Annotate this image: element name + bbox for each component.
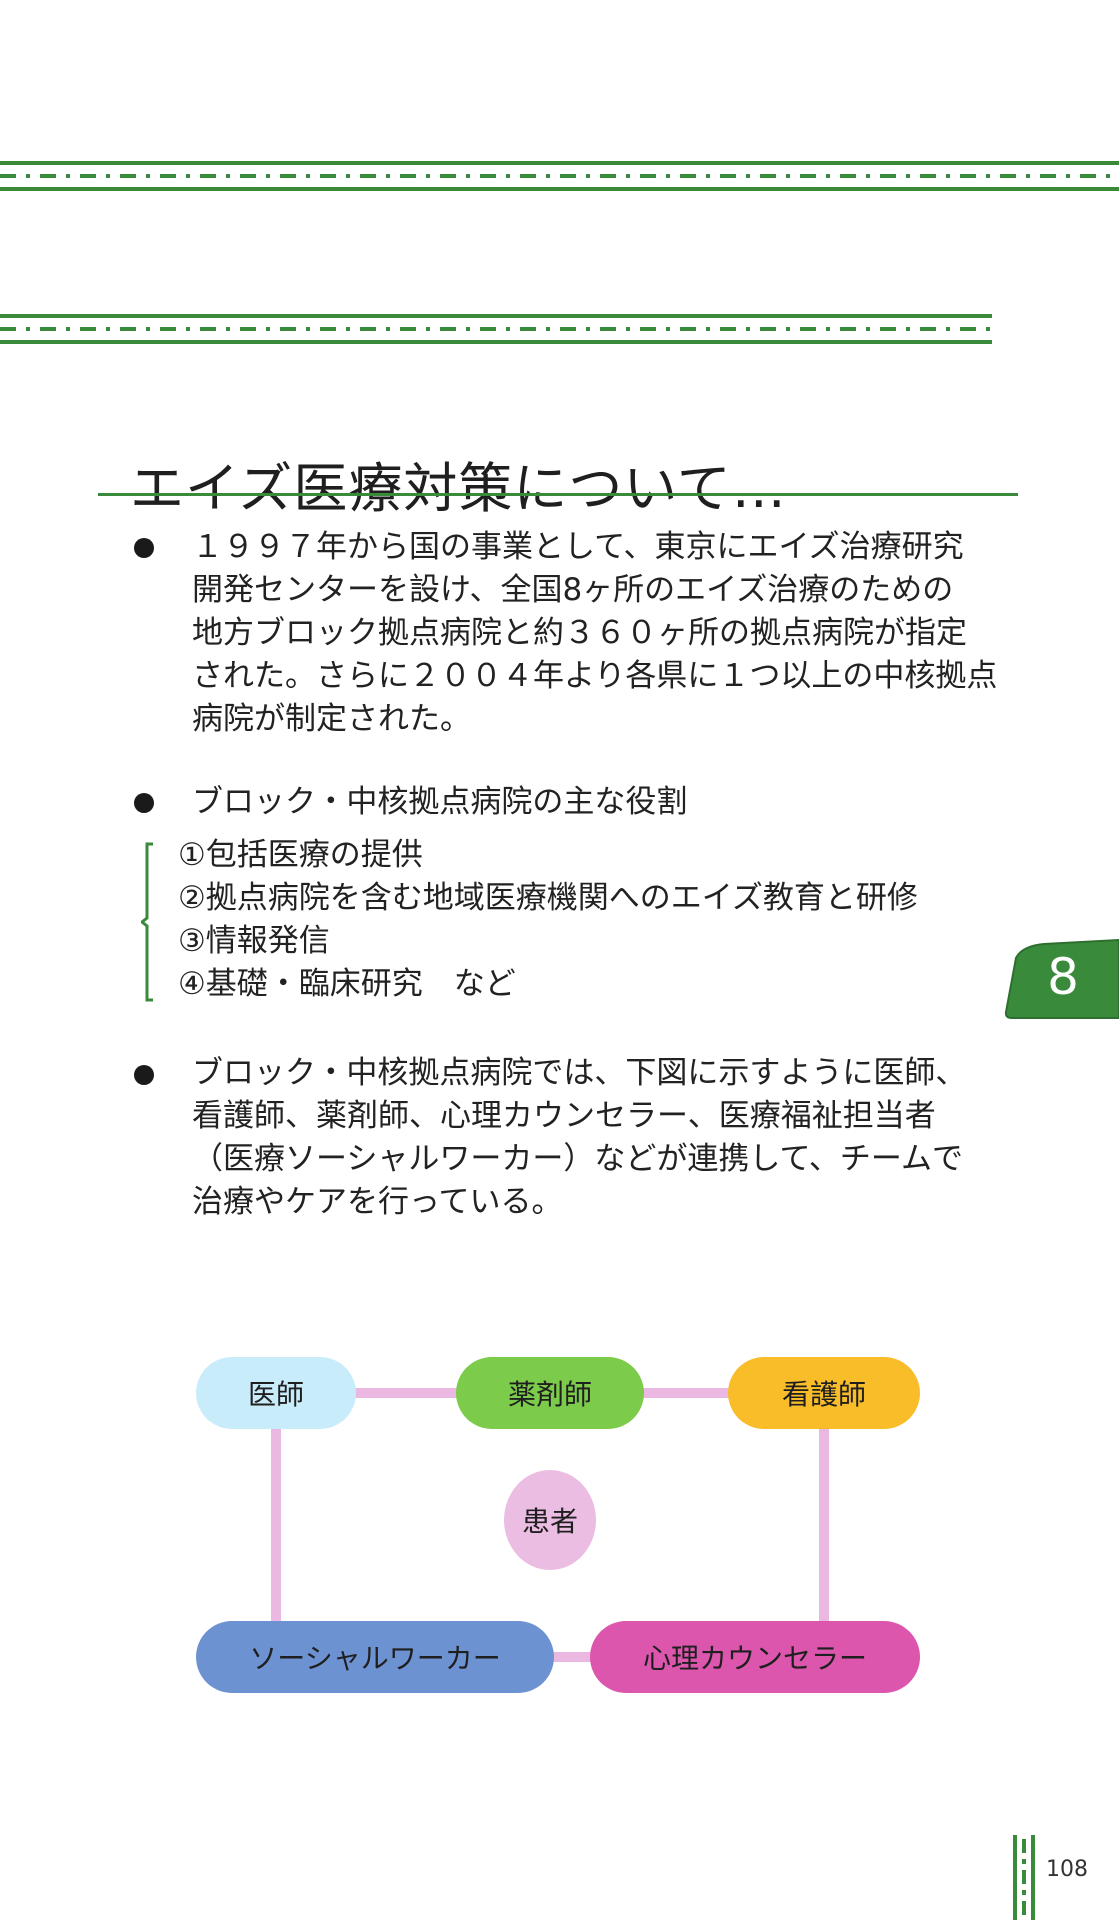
connector-doctor-social-worker <box>271 1425 281 1625</box>
header-decorative-band <box>0 161 1119 191</box>
list-item: ②拠点病院を含む地域医療機関へのエイズ教育と研修 <box>178 880 918 916</box>
node-social-worker: ソーシャルワーカー <box>196 1621 554 1693</box>
node-counselor: 心理カウンセラー <box>590 1621 920 1693</box>
list-item: ③情報発信 <box>178 923 330 959</box>
band-line <box>0 340 992 344</box>
title-underline <box>98 493 1018 496</box>
node-nurse: 看護師 <box>728 1357 920 1429</box>
band-line <box>0 314 992 318</box>
list-item: ④基礎・臨床研究 など <box>178 966 516 1002</box>
text-line: （医療ソーシャルワーカー）などが連携して、チームで <box>192 1141 963 1177</box>
connector-social-worker-counselor <box>550 1652 594 1662</box>
page-number: 108 <box>1046 1857 1088 1882</box>
band-dash-pattern <box>0 327 992 331</box>
text-line: 開発センターを設け、全国8ヶ所のエイズ治療のための <box>192 572 954 608</box>
node-pharmacist: 薬剤師 <box>456 1357 644 1429</box>
text-line: 看護師、薬剤師、心理カウンセラー、医療福祉担当者 <box>192 1098 936 1134</box>
chapter-tab <box>1004 938 1119 1019</box>
connector-doctor-pharmacist <box>350 1388 462 1398</box>
bracket-icon <box>141 842 153 1002</box>
band-line <box>0 161 1119 165</box>
list-item: ①包括医療の提供 <box>178 837 423 873</box>
roles-list: ①包括医療の提供 ②拠点病院を含む地域医療機関へのエイズ教育と研修 ③情報発信 … <box>178 834 918 1006</box>
bullet-icon <box>134 1065 154 1085</box>
paragraph-program-history: １９９７年から国の事業として、東京にエイズ治療研究 開発センターを設け、全国8ヶ… <box>192 526 1022 741</box>
paragraph-team-care: ブロック・中核拠点病院では、下図に示すように医師、 看護師、薬剤師、心理カウンセ… <box>192 1052 1022 1224</box>
bullet-icon <box>134 538 154 558</box>
text-line: １９９７年から国の事業として、東京にエイズ治療研究 <box>192 529 964 565</box>
node-patient: 患者 <box>504 1470 596 1570</box>
page-title: エイズ医療対策について… <box>130 457 787 521</box>
band-dash-pattern <box>0 174 1119 178</box>
text-line: 治療やケアを行っている。 <box>192 1184 563 1220</box>
page-marker-decoration <box>1013 1835 1035 1920</box>
text-line: ブロック・中核拠点病院の主な役割 <box>192 784 688 820</box>
band-line <box>0 187 1119 191</box>
text-line: ブロック・中核拠点病院では、下図に示すように医師、 <box>192 1055 967 1091</box>
node-doctor: 医師 <box>196 1357 356 1429</box>
chapter-number: 8 <box>1047 948 1079 1006</box>
bullet-icon <box>134 793 154 813</box>
connector-pharmacist-nurse <box>638 1388 734 1398</box>
text-line: 地方ブロック拠点病院と約３６０ヶ所の拠点病院が指定 <box>192 615 967 651</box>
connector-nurse-counselor <box>819 1425 829 1625</box>
paragraph-roles-heading: ブロック・中核拠点病院の主な役割 <box>192 781 1022 824</box>
text-line: 病院が制定された。 <box>192 701 471 737</box>
text-line: された。さらに２００４年より各県に１つ以上の中核拠点 <box>192 658 998 694</box>
section-decorative-band <box>0 314 992 344</box>
